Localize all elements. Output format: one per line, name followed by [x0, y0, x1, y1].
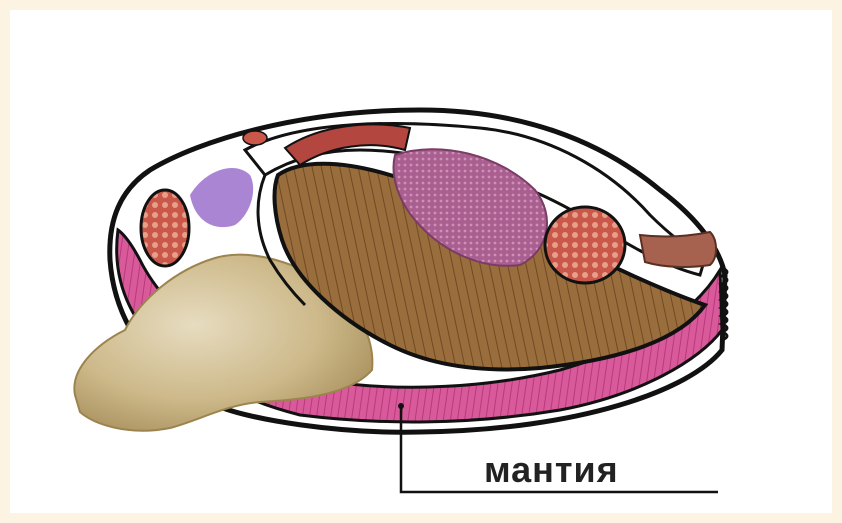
siphon — [640, 232, 716, 267]
anterior-adductor-muscle — [141, 190, 189, 266]
label-mantle: мантия — [484, 452, 619, 488]
leader-point — [398, 403, 404, 409]
pink-spot — [243, 131, 267, 145]
posterior-adductor-muscle — [545, 207, 625, 283]
